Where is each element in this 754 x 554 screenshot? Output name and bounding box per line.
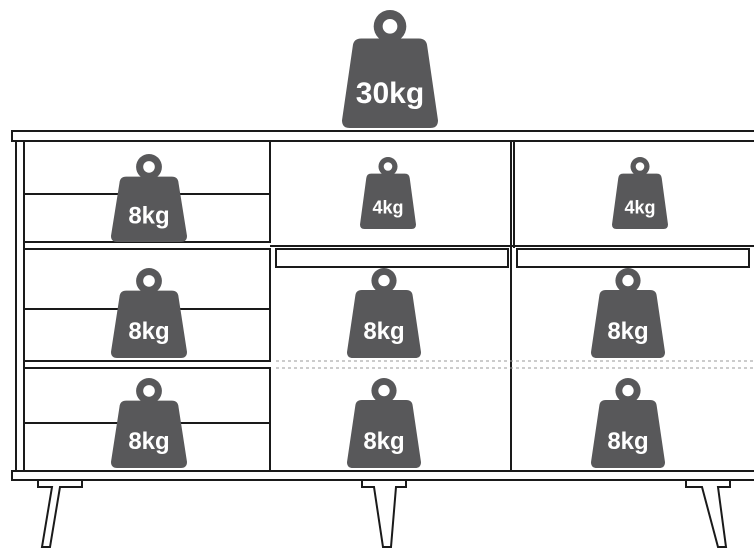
weight-ring-hole xyxy=(143,161,155,173)
weight-body xyxy=(591,400,665,468)
left-column-drawers xyxy=(23,140,271,472)
weight-ring-hole xyxy=(622,274,634,287)
weight-ring-hole xyxy=(378,274,390,287)
right-section xyxy=(270,141,754,471)
right-bottom-right-weight: 8kg xyxy=(591,378,665,468)
leg-middle xyxy=(361,479,407,548)
weight-label: 4kg xyxy=(372,198,403,218)
weight-label: 4kg xyxy=(624,198,655,218)
weight-label: 8kg xyxy=(128,428,169,455)
weight-ring-hole xyxy=(382,18,398,34)
weight-label: 8kg xyxy=(128,203,169,230)
leg-left xyxy=(37,479,83,548)
weight-label: 8kg xyxy=(607,318,648,345)
right-top-left-weight: 4kg xyxy=(360,157,416,229)
weight-ring-hole xyxy=(622,384,634,397)
dresser-base xyxy=(11,470,754,481)
weight-body xyxy=(347,290,421,358)
left-drawer-2 xyxy=(23,248,271,362)
weight-body xyxy=(591,290,665,358)
right-middle-left-weight: 8kg xyxy=(347,268,421,358)
rail-right xyxy=(516,248,750,268)
rail-left xyxy=(275,248,509,268)
weight-ring-hole xyxy=(383,162,393,171)
weight-body xyxy=(111,176,187,242)
right-bottom-left-weight: 8kg xyxy=(347,378,421,468)
left-drawer-3 xyxy=(23,367,271,472)
top-weight-30kg: 30kg xyxy=(342,10,438,129)
dresser-legs xyxy=(37,479,731,548)
right-top-right-weight: 4kg xyxy=(612,157,668,229)
dresser-top xyxy=(11,130,754,142)
weight-body xyxy=(111,400,187,468)
weight-body xyxy=(342,38,438,129)
weight-body xyxy=(111,290,187,358)
dotted-guide xyxy=(276,360,754,369)
leg-right xyxy=(685,479,731,548)
right-middle-right-weight: 8kg xyxy=(591,268,665,358)
weight-ring-hole xyxy=(143,275,155,287)
weight-label: 30kg xyxy=(356,77,424,110)
weights-layer: 30kg 8kg 8kg 8kg 4kg 4kg 8kg 8kg 8kg 8kg xyxy=(111,10,668,468)
weight-label: 8kg xyxy=(363,428,404,455)
weight-ring-hole xyxy=(143,385,155,397)
weight-label: 8kg xyxy=(363,318,404,345)
weight-body xyxy=(360,173,416,229)
weight-label: 8kg xyxy=(607,428,648,455)
left-drawer-1-weight: 8kg xyxy=(111,154,187,242)
left-drawer-2-weight: 8kg xyxy=(111,268,187,358)
weight-body xyxy=(612,173,668,229)
weight-label: 8kg xyxy=(128,318,169,345)
weight-body xyxy=(347,400,421,468)
left-drawer-3-weight: 8kg xyxy=(111,378,187,468)
weight-ring-hole xyxy=(378,384,390,397)
weight-ring-hole xyxy=(635,162,645,171)
